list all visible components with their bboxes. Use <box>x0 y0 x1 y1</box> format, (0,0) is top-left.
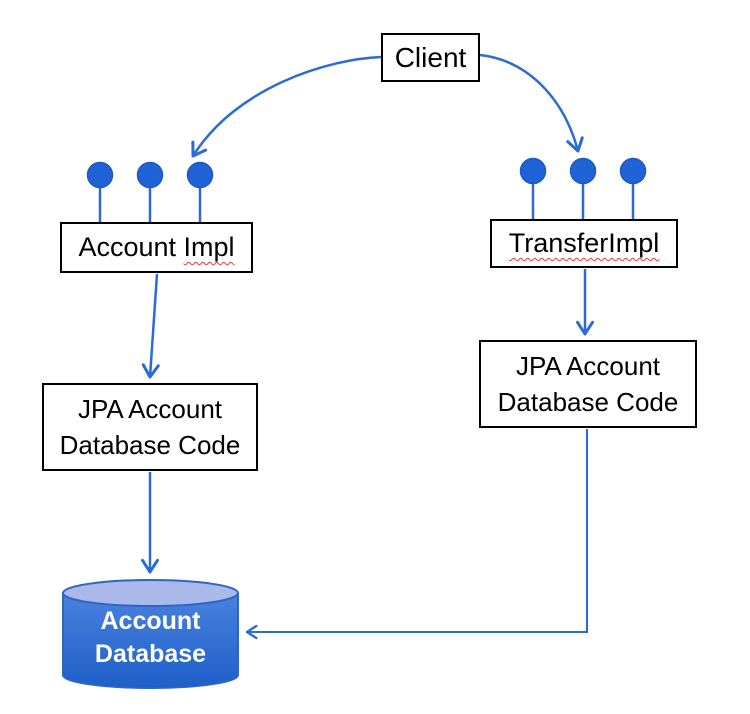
lollipop-ball-icon <box>186 161 214 189</box>
account-impl-to-jpa-arrow <box>141 273 160 379</box>
account-impl-lollipop-icons <box>86 161 214 222</box>
jpa-account-code-left-node: JPA Account Database Code <box>42 383 258 471</box>
client-to-transfer-impl-arrow <box>479 53 584 153</box>
jpa-right-line1: JPA Account <box>515 351 661 381</box>
lollipop-ball-icon <box>619 157 647 185</box>
database-cylinder-top <box>62 579 239 607</box>
account-database-label: Account Database <box>63 605 238 671</box>
jpa-left-line1: JPA Account <box>77 394 223 424</box>
jpa-account-code-right-node: JPA Account Database Code <box>479 340 697 428</box>
client-node: Client <box>381 33 480 82</box>
jpa-left-line2: Database Code <box>59 430 241 460</box>
client-label: Client <box>394 41 467 73</box>
jpa-right-line2: Database Code <box>497 387 679 417</box>
client-to-account-impl-arrow <box>191 55 382 158</box>
transfer-impl-node: TransferImpl <box>490 219 678 268</box>
lollipop-ball-icon <box>569 157 597 185</box>
database-label-line1: Account <box>100 607 201 635</box>
transfer-impl-label: TransferImpl <box>508 228 660 258</box>
transfer-impl-lollipop-icons <box>519 157 647 219</box>
account-impl-label: Account Impl <box>78 232 235 262</box>
account-impl-node: Account Impl <box>60 222 253 273</box>
misspelled-word: Impl <box>183 232 235 262</box>
jpa-right-to-database-arrow <box>245 429 588 640</box>
database-cylinder-icon <box>62 579 239 689</box>
lollipop-ball-icon <box>519 157 547 185</box>
lollipop-ball-icon <box>86 161 114 189</box>
database-label-line2: Database <box>94 640 207 668</box>
lollipop-ball-icon <box>136 161 164 189</box>
